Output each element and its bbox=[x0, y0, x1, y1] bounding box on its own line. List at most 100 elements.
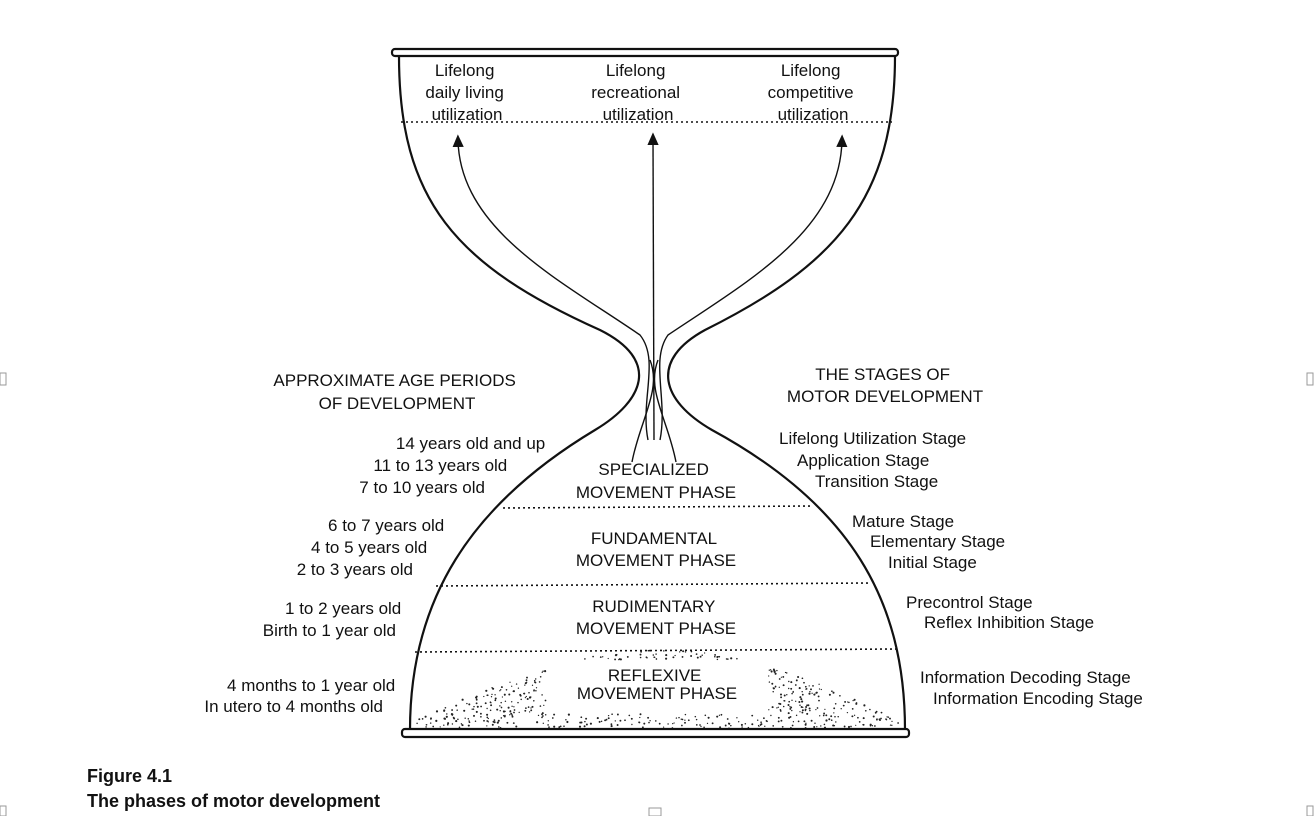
sand-dot bbox=[835, 721, 837, 723]
sand-dot bbox=[839, 694, 841, 697]
sand-dot bbox=[520, 698, 522, 701]
sand-dot bbox=[797, 720, 800, 723]
sand-dot bbox=[819, 715, 821, 717]
sand-dot bbox=[511, 685, 513, 687]
sand-dot bbox=[489, 701, 492, 703]
sand-dot bbox=[780, 719, 783, 722]
sand-dot bbox=[858, 721, 861, 723]
sand-dot bbox=[879, 719, 881, 722]
sand-dot bbox=[539, 705, 542, 707]
sand-dot bbox=[499, 690, 501, 692]
sand-dot bbox=[830, 715, 833, 718]
figure-number: Figure 4.1 bbox=[87, 766, 172, 786]
sand-dot bbox=[807, 704, 810, 707]
sand-dot bbox=[519, 693, 522, 696]
sand-dot bbox=[429, 722, 432, 724]
sand-dot bbox=[515, 725, 518, 728]
sand-dot bbox=[853, 698, 856, 701]
sand-dot bbox=[774, 685, 777, 688]
hourglass-base bbox=[400, 727, 911, 739]
scan-mark-bottom-right bbox=[1306, 805, 1314, 816]
sand-dot bbox=[463, 709, 466, 712]
sand-dot bbox=[730, 657, 733, 660]
sand-dot bbox=[690, 655, 693, 657]
sand-dot bbox=[833, 725, 836, 727]
sand-dot bbox=[647, 716, 650, 719]
phase-reflexive: REFLEXIVE MOVEMENT PHASE bbox=[577, 666, 737, 703]
sand-dot bbox=[798, 700, 801, 704]
sand-dot bbox=[843, 725, 846, 728]
sand-dot bbox=[886, 716, 888, 718]
sand-dot bbox=[825, 714, 828, 717]
sand-dot bbox=[736, 657, 738, 660]
sand-dot bbox=[699, 655, 702, 658]
figure-caption: The phases of motor development bbox=[87, 791, 380, 811]
sand-dot bbox=[863, 704, 866, 707]
sand-dot bbox=[665, 657, 668, 660]
sand-dot bbox=[783, 694, 786, 697]
sand-dot bbox=[558, 726, 561, 729]
sand-dot bbox=[720, 713, 723, 716]
sand-dot bbox=[450, 713, 453, 716]
sand-dot bbox=[792, 721, 795, 723]
sand-dot bbox=[804, 685, 807, 688]
sand-dot bbox=[662, 726, 665, 728]
sand-dot bbox=[776, 669, 778, 672]
sand-dot bbox=[646, 657, 648, 659]
sand-dot bbox=[768, 675, 770, 677]
sand-dot bbox=[782, 684, 785, 687]
sand-dot bbox=[814, 722, 816, 724]
sand-dot bbox=[820, 725, 822, 727]
sand-dot bbox=[869, 708, 871, 711]
sand-dot bbox=[855, 724, 857, 726]
sand-dot bbox=[833, 707, 836, 710]
sand-dot bbox=[531, 705, 534, 708]
sand-dot bbox=[880, 711, 883, 714]
sand-dot bbox=[475, 697, 478, 699]
sand-dot bbox=[833, 712, 835, 714]
sand-dot bbox=[728, 722, 731, 725]
arrow-strand-right bbox=[653, 359, 677, 463]
sand-dot bbox=[435, 719, 438, 723]
sand-dot bbox=[641, 726, 644, 729]
sand-dot bbox=[897, 722, 899, 724]
sand-dot bbox=[777, 706, 779, 708]
sand-dot bbox=[811, 692, 813, 694]
sand-dot bbox=[828, 718, 831, 721]
sand-dot bbox=[803, 681, 805, 684]
sand-dot bbox=[789, 706, 791, 708]
sand-dot bbox=[503, 710, 506, 713]
top-label-recreational: Lifelong recreational utilization bbox=[591, 61, 685, 124]
stages-specialized: Lifelong Utilization Stage Application S… bbox=[779, 429, 971, 491]
stages-rudimentary: Precontrol Stage Reflex Inhibition Stage bbox=[906, 593, 1094, 632]
sand-dot bbox=[776, 707, 778, 709]
sand-dot bbox=[443, 709, 446, 712]
sand-dot bbox=[679, 651, 681, 653]
sand-dot bbox=[801, 693, 804, 696]
sand-dot bbox=[684, 651, 687, 653]
sand-dot bbox=[874, 712, 877, 714]
sand-dot bbox=[565, 718, 567, 721]
sand-dot bbox=[889, 717, 891, 720]
sand-dot bbox=[744, 723, 747, 725]
sand-dot bbox=[486, 725, 488, 727]
sand-dot bbox=[542, 670, 544, 672]
sand-dot bbox=[726, 658, 729, 660]
sand-dot bbox=[468, 720, 470, 722]
sand-dot bbox=[784, 671, 787, 674]
sand-dot bbox=[525, 679, 528, 682]
sand-dot bbox=[447, 722, 450, 725]
top-label-daily-living: Lifelong daily living utilization bbox=[425, 61, 508, 124]
sand-dot bbox=[791, 709, 793, 712]
sand-dot bbox=[452, 716, 455, 719]
sand-dot bbox=[682, 650, 685, 653]
sand-dot bbox=[607, 717, 610, 720]
sand-dot bbox=[871, 725, 874, 727]
sand-dot bbox=[490, 696, 493, 698]
sand-dot bbox=[681, 718, 684, 721]
sand-dot bbox=[618, 658, 620, 661]
sand-dot bbox=[643, 722, 646, 725]
sand-dot bbox=[817, 695, 820, 698]
sand-dot bbox=[847, 725, 851, 729]
sand-dot bbox=[804, 709, 807, 712]
